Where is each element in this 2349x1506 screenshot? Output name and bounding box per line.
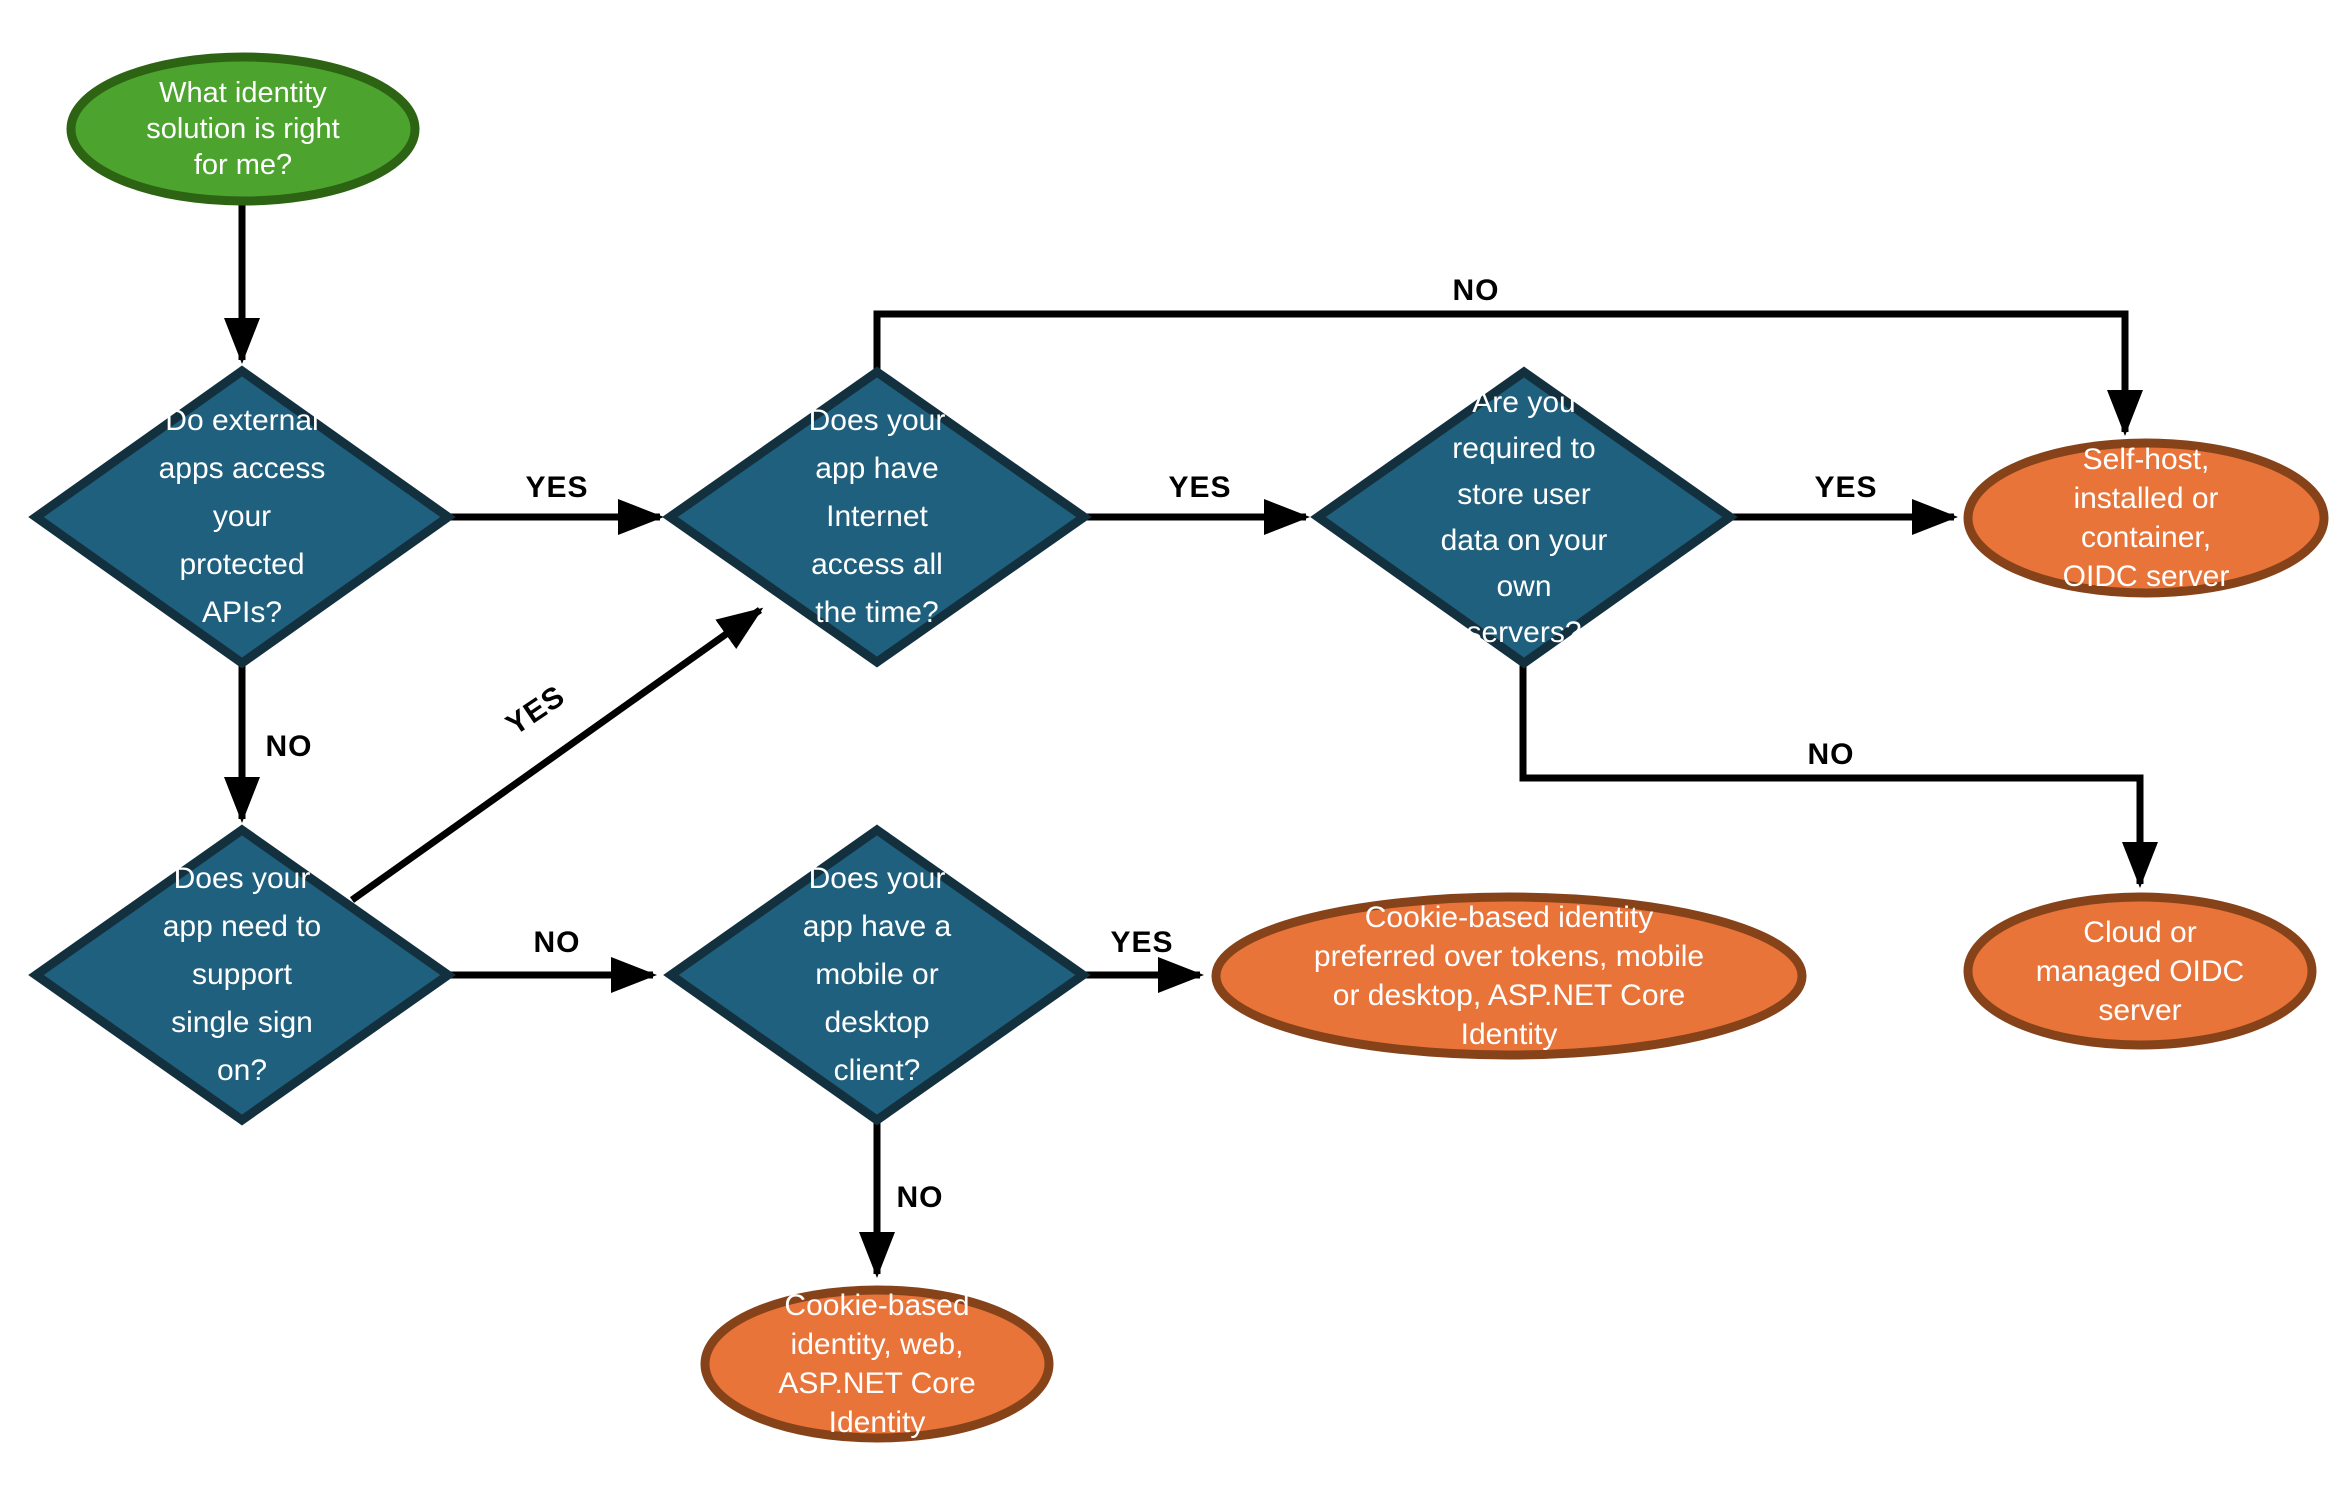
edge-internet-access-no-to-self-host <box>873 310 2143 436</box>
start-node-shape <box>66 52 420 206</box>
edge-label-internet-access-no: NO <box>1452 274 1500 307</box>
result-cookie-preferred-shape <box>1211 892 1807 1060</box>
result-self-host-shape <box>1963 438 2329 598</box>
edge-single-sign-on-yes-to-internet-access <box>349 607 764 903</box>
edge-label-store-user-data-no: NO <box>1807 738 1855 771</box>
edge-label-single-sign-on-no: NO <box>533 926 581 959</box>
edge-label-internet-access-yes: YES <box>1168 471 1232 504</box>
decision-internet-access-shape <box>662 366 1092 668</box>
decision-store-user-data-shape <box>1310 366 1738 669</box>
result-cloud-managed-shape <box>1963 892 2317 1050</box>
decision-single-sign-on-shape <box>28 824 456 1126</box>
decision-external-apis-shape <box>28 365 456 669</box>
edge-label-external-apis-yes: YES <box>525 471 589 504</box>
edge-store-user-data-no-to-cloud-managed <box>1519 665 2158 888</box>
edge-label-mobile-desktop-yes: YES <box>1110 926 1174 959</box>
edge-label-external-apis-no: NO <box>265 730 313 763</box>
decision-mobile-desktop-shape <box>663 824 1091 1126</box>
edge-label-mobile-desktop-no: NO <box>896 1181 944 1214</box>
result-cookie-web-shape <box>700 1285 1054 1443</box>
edge-label-store-user-data-yes: YES <box>1814 471 1878 504</box>
